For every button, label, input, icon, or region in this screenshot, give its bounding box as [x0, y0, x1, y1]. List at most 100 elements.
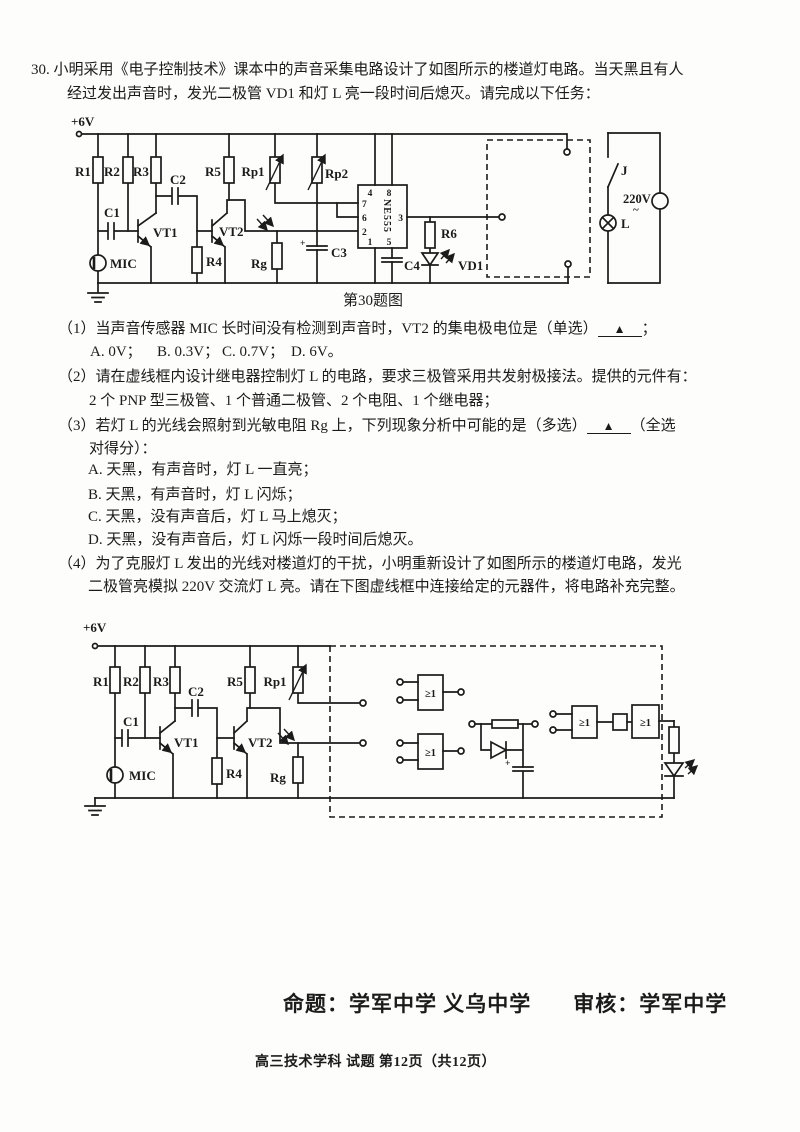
capacitor-c3: + C3: [300, 239, 347, 260]
svg-text:R3: R3: [133, 164, 149, 179]
led-output-icon: [663, 759, 699, 799]
transistor-vt1: VT1: [136, 211, 178, 284]
resistor-r5-2: R5: [227, 645, 361, 744]
power-rail: +6V: [71, 114, 568, 150]
svg-text:R3: R3: [153, 674, 169, 689]
output-resistor: [668, 720, 680, 764]
answer-box-dashed: [486, 139, 591, 284]
page-footer: 高三技术学科 试题 第12页（共12页）: [255, 1055, 496, 1070]
capacitor-c2-2: C2: [174, 684, 235, 739]
svg-text:C2: C2: [170, 172, 186, 187]
resistor-r5: R5: [205, 133, 235, 201]
svg-text:C4: C4: [404, 258, 420, 273]
supply-label: +6V: [71, 114, 95, 129]
resistor-r3-2: R3: [153, 645, 181, 722]
photoresistor-rg-2: Rg: [270, 728, 304, 799]
input-terminal-1: [359, 699, 367, 707]
ac-source-icon: [651, 192, 669, 210]
switch-j-icon: [606, 162, 620, 189]
svg-text:R1: R1: [75, 164, 91, 179]
part3-option-d: D. 天黑，没有声音后，灯 L 闪烁一段时间后熄灭。: [88, 532, 423, 548]
svg-text:R5: R5: [227, 674, 243, 689]
part3-option-c: C. 天黑，没有声音后，灯 L 马上熄灭；: [88, 509, 347, 525]
svg-text:R2: R2: [123, 674, 139, 689]
or-gate-c: ≥1: [549, 705, 614, 739]
svg-text:8: 8: [387, 189, 392, 199]
supply-terminal: [75, 130, 83, 138]
svg-text:Rg: Rg: [270, 770, 286, 785]
svg-text:1: 1: [368, 238, 373, 248]
svg-text:L: L: [621, 216, 630, 231]
answer-blank-1: ▲: [597, 322, 642, 337]
supply-terminal-2: [91, 642, 99, 650]
figure-caption: 第30题图: [342, 293, 403, 309]
resistor-r2-2: R2: [123, 645, 151, 739]
resistor-r3: R3: [133, 133, 162, 214]
part1-text: （1）当声音传感器 MIC 长时间没有检测到声音时，VT2 的集电极电位是（单选…: [58, 321, 657, 337]
rc-diode-block: +: [468, 719, 539, 799]
svg-text:3: 3: [398, 214, 403, 224]
setter-schools: 命题：学军中学 义乌中学: [283, 992, 532, 1016]
svg-text:+: +: [505, 759, 510, 769]
part4-line2: 二极管亮模拟 220V 交流灯 L 亮。请在下图虚线框中连接给定的元器件，将电路…: [88, 579, 685, 595]
svg-text:R5: R5: [205, 164, 221, 179]
svg-text:+: +: [300, 239, 305, 249]
or-gate-b: ≥1: [396, 733, 465, 770]
svg-text:6: 6: [362, 214, 367, 224]
terminal-top: [563, 148, 571, 156]
svg-text:4: 4: [368, 189, 373, 199]
part1-option-c: C. 0.7V；: [222, 344, 285, 360]
svg-text:5: 5: [387, 238, 392, 248]
transistor-vt2: VT2: [210, 199, 359, 284]
svg-text:MIC: MIC: [110, 256, 137, 271]
transistor-vt2-2: VT2: [232, 707, 273, 799]
ground-icon-2: [84, 797, 106, 816]
capacitor-c1-2: C1: [114, 714, 161, 747]
part3-text: （3）若灯 L 的光线会照射到光敏电阻 Rg 上，下列现象分析中可能的是（多选）…: [58, 418, 676, 434]
capacitor-c1: C1: [97, 205, 139, 240]
part1-option-a: A. 0V；: [90, 344, 142, 360]
part1-option-b: B. 0.3V；: [157, 344, 220, 360]
svg-text:R4: R4: [206, 254, 222, 269]
power-rail-2: +6V: [83, 620, 331, 650]
svg-text:C1: C1: [104, 205, 120, 220]
resistor-r4-2: R4: [211, 737, 242, 799]
svg-text:VT1: VT1: [174, 735, 199, 750]
svg-text:C1: C1: [123, 714, 139, 729]
capacitor-icon: [512, 766, 534, 799]
svg-text:C3: C3: [331, 245, 347, 260]
resistor-r6: R6: [424, 216, 457, 254]
resistor-r1: R1: [75, 133, 104, 284]
resistor-r4: R4: [191, 230, 222, 284]
part1-option-d: D. 6V。: [291, 344, 343, 360]
svg-text:R1: R1: [93, 674, 109, 689]
part3-line2: 对得分）：: [89, 441, 157, 457]
input-terminal-2: [359, 739, 367, 747]
svg-text:≥1: ≥1: [425, 748, 436, 759]
answer-blank-3: ▲: [586, 419, 631, 434]
svg-text:VT2: VT2: [219, 224, 244, 239]
ne555-chip: NE555 4 8 7 6 2 1 5 3 C4: [336, 133, 500, 284]
svg-text:220V: 220V: [623, 192, 651, 206]
svg-text:J: J: [621, 163, 628, 178]
svg-text:≥1: ≥1: [425, 689, 436, 700]
question-number: 30.: [31, 62, 50, 78]
or-gate-d: ≥1: [612, 704, 675, 739]
svg-text:Rp2: Rp2: [325, 166, 348, 181]
diode-icon: [490, 740, 508, 760]
gate-link-box: [612, 713, 628, 731]
svg-text:7: 7: [362, 200, 367, 210]
svg-text:R2: R2: [104, 164, 120, 179]
microphone-icon: MIC: [89, 254, 137, 272]
svg-text:VT2: VT2: [248, 735, 273, 750]
svg-text:~: ~: [633, 204, 639, 216]
terminal-bottom: [564, 260, 572, 268]
svg-text:NE555: NE555: [381, 199, 392, 233]
resistor-r2: R2: [104, 133, 134, 232]
capacitor-c4: [381, 257, 403, 263]
svg-text:≥1: ≥1: [640, 718, 651, 729]
capacitor-c2: C2: [155, 172, 213, 232]
svg-text:+6V: +6V: [83, 620, 107, 635]
or-gate-a: ≥1: [396, 674, 465, 711]
